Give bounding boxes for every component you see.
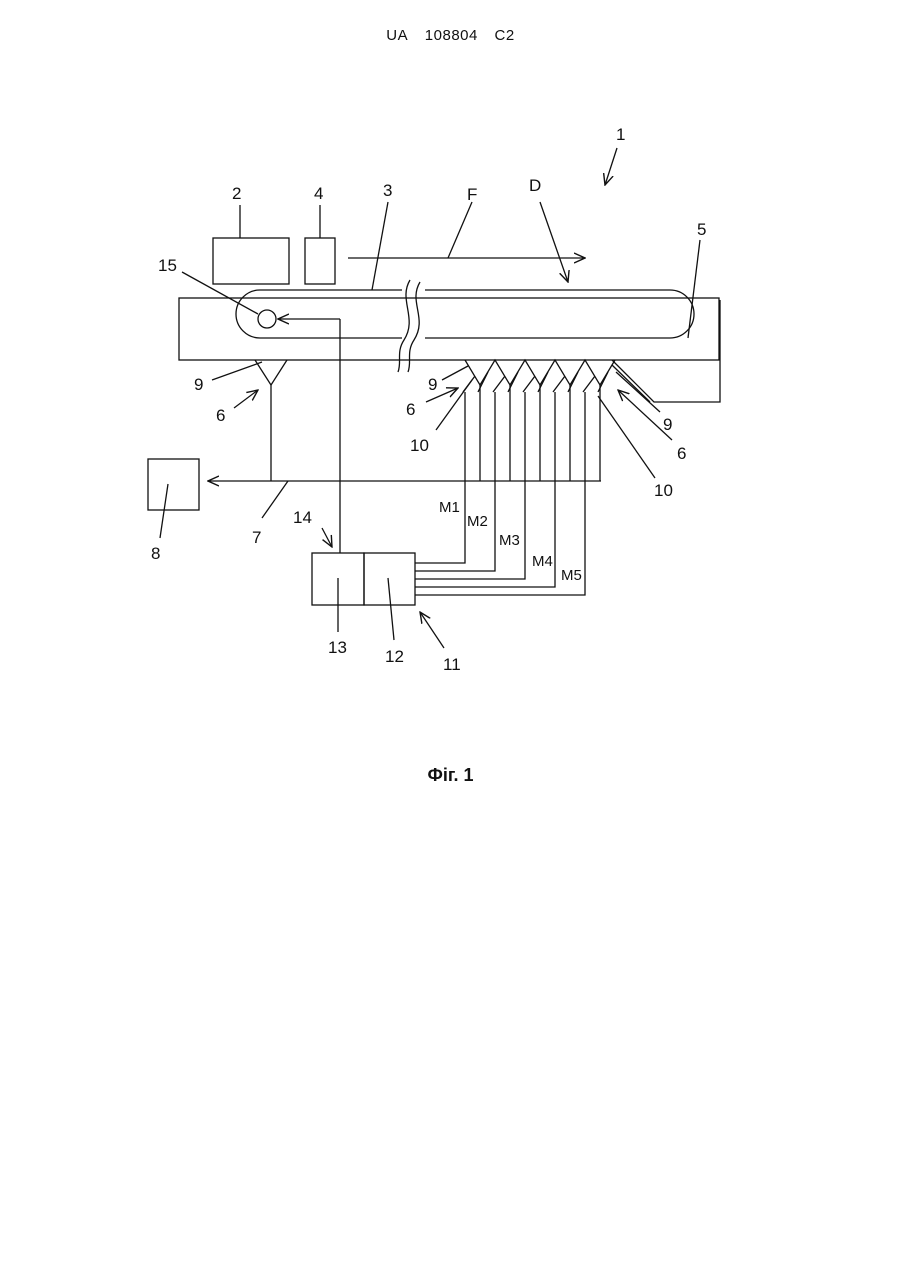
label-f: F: [467, 185, 477, 204]
housing: [179, 298, 719, 360]
label-9b: 9: [428, 375, 437, 394]
leader-7: [262, 481, 288, 518]
leader-9b: [442, 366, 468, 380]
label-7: 7: [252, 528, 261, 547]
label-10a: 10: [410, 436, 429, 455]
leader-8: [160, 484, 168, 538]
hopper-bank: [465, 360, 615, 481]
conveyor-path-3: [236, 290, 694, 338]
label-m4: M4: [532, 553, 553, 570]
leader-d: [540, 202, 568, 282]
label-6b: 6: [406, 400, 415, 419]
leader-f: [448, 202, 472, 258]
label-4: 4: [314, 184, 323, 203]
duct-5-return: [612, 300, 720, 402]
label-3: 3: [383, 181, 392, 200]
label-5: 5: [697, 220, 706, 239]
label-10b: 10: [654, 481, 673, 500]
label-m1: M1: [439, 499, 460, 516]
label-6a: 6: [216, 406, 225, 425]
leader-6a: [234, 390, 258, 408]
label-8: 8: [151, 544, 160, 563]
leader-1: [605, 148, 617, 185]
figure-caption: Фіг. 1: [0, 765, 901, 786]
leader-15: [182, 272, 258, 314]
label-11: 11: [443, 655, 461, 674]
label-m5: M5: [561, 567, 582, 584]
hopper-left: [255, 360, 287, 385]
label-2: 2: [232, 184, 241, 203]
label-14: 14: [293, 508, 312, 527]
leader-11: [420, 612, 444, 648]
leader-12: [388, 578, 394, 640]
label-15: 15: [158, 256, 177, 275]
label-m2: M2: [467, 513, 488, 530]
label-1: 1: [616, 125, 625, 144]
label-m3: M3: [499, 532, 520, 549]
label-6c: 6: [677, 444, 686, 463]
leader-14: [322, 528, 332, 547]
leader-10a: [436, 380, 472, 430]
break-mark: [398, 280, 410, 372]
unit-8-box: [148, 459, 199, 510]
label-9c: 9: [663, 415, 672, 434]
leader-10b: [598, 396, 655, 478]
unit-4-box: [305, 238, 335, 284]
leader-5: [688, 240, 700, 338]
label-12: 12: [385, 647, 404, 666]
sensor-15: [258, 310, 276, 328]
leader-3: [372, 202, 388, 290]
unit-2-box: [213, 238, 289, 284]
control-lines: [415, 376, 595, 595]
leader-9c: [616, 372, 660, 412]
label-9a: 9: [194, 375, 203, 394]
label-d: D: [529, 176, 541, 195]
leader-9a: [212, 362, 262, 380]
label-13: 13: [328, 638, 347, 657]
